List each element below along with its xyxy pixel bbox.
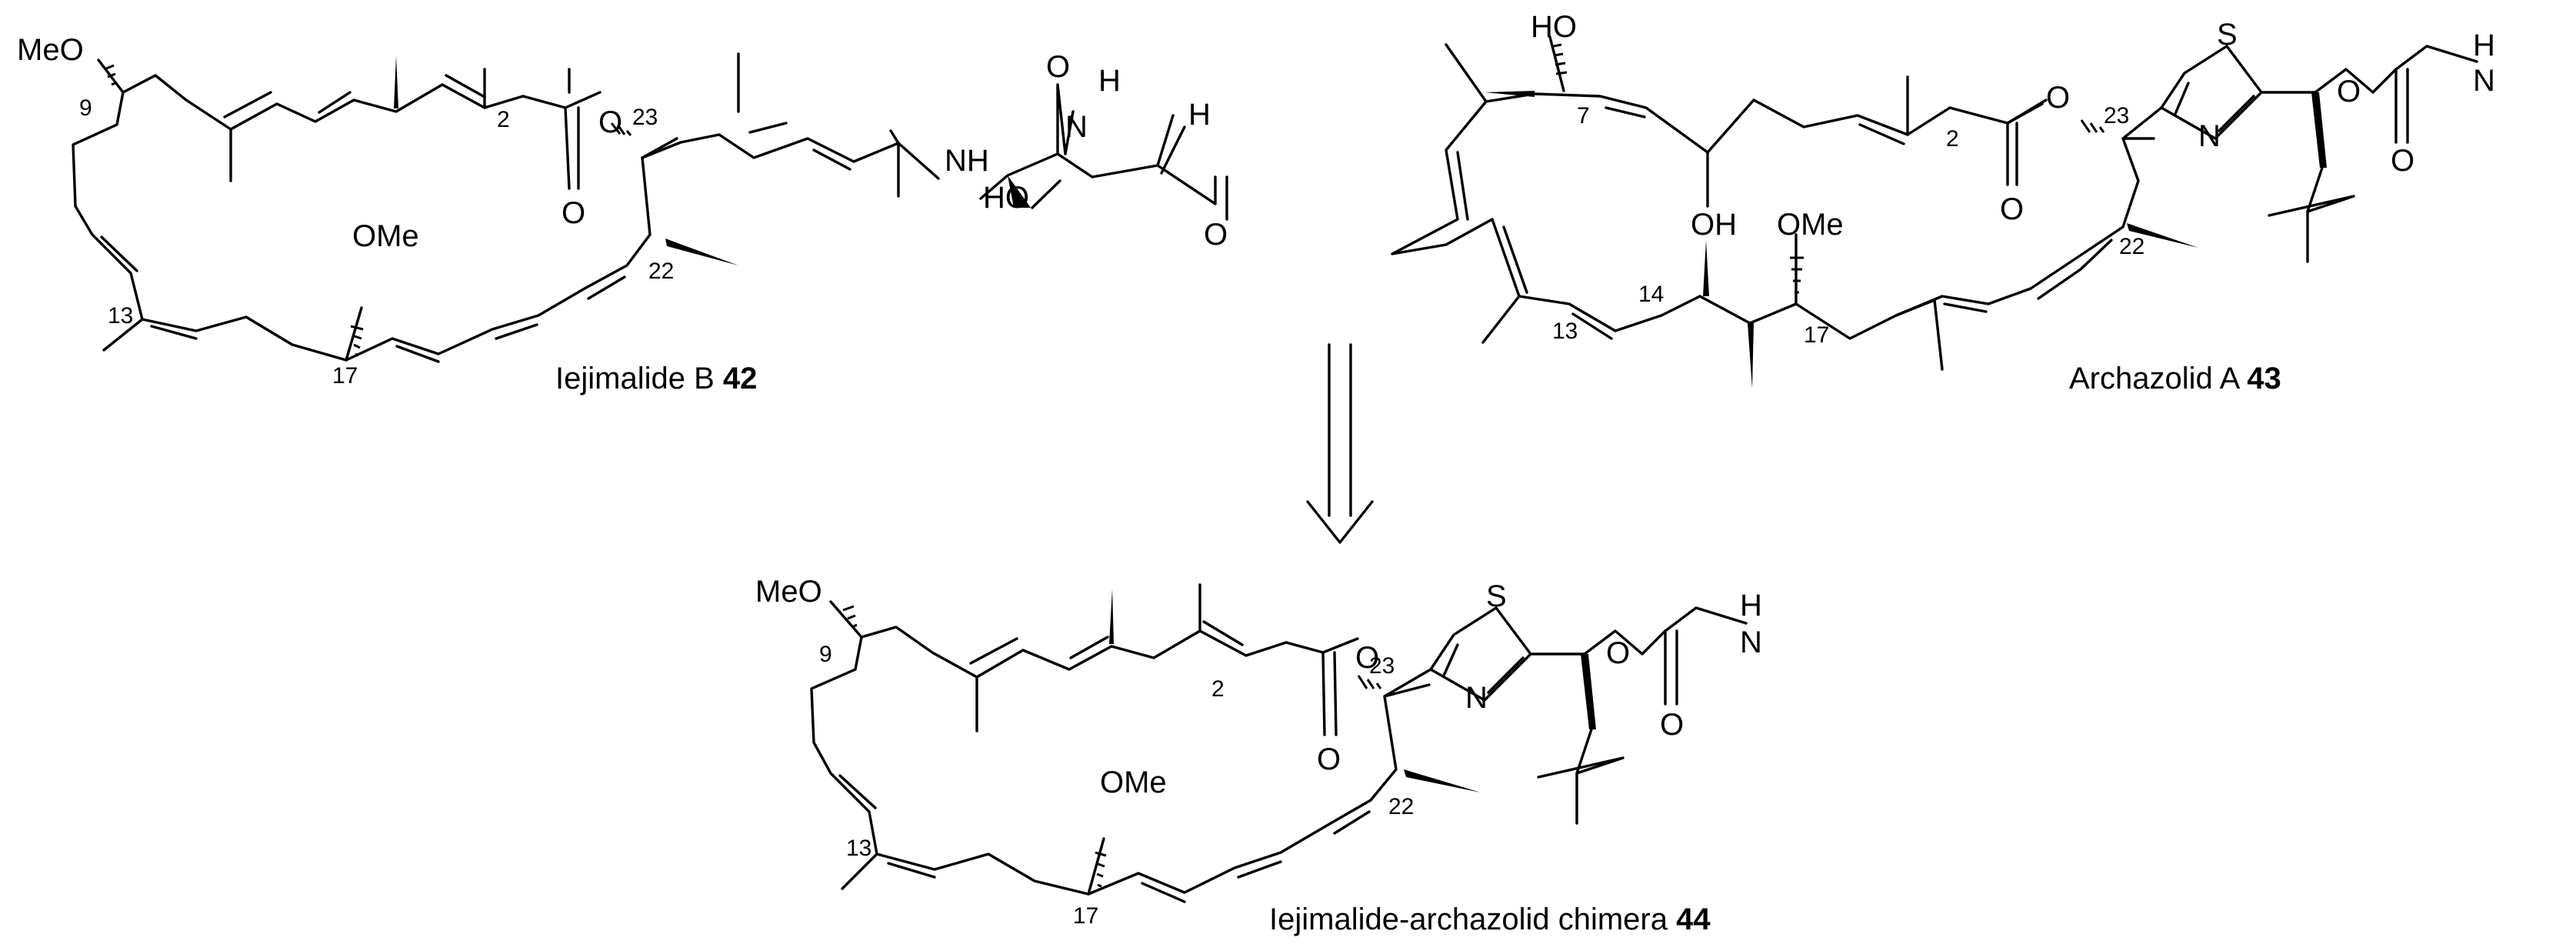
- iejimalide-b-hash-c23: [610, 122, 632, 136]
- archazolid-a-thiazole-n-label: N: [2198, 119, 2221, 153]
- chimera-locants: 9 2 23 22 13 17: [819, 642, 1414, 929]
- chimera-hash-c9: [842, 605, 858, 629]
- iejimalide-b-amide-o-label: O: [1046, 50, 1070, 84]
- iejimalide-b-hash-c9: [104, 64, 116, 86]
- chimera-locant-23: 23: [1369, 653, 1395, 679]
- chimera-carbamate-o2-label: O: [1660, 708, 1684, 742]
- iejimalide-b-locant-22: 22: [648, 259, 674, 284]
- iejimalide-b-n-label: N: [1065, 110, 1088, 144]
- chimera-caption: Iejimalide-archazolid chimera 44: [1269, 903, 1711, 936]
- iejimalide-b-locant-23: 23: [632, 105, 658, 130]
- chimera-locant-17: 17: [1073, 903, 1098, 929]
- chimera-carbamate-o-label: O: [1606, 636, 1630, 670]
- chimera-name: Iejimalide-archazolid chimera: [1269, 903, 1668, 936]
- chimera-carbonyl-o-label: O: [1317, 742, 1341, 776]
- archazolid-a-carbamate-h-label: H: [2473, 28, 2495, 62]
- archazolid-a-locant-7: 7: [1577, 103, 1590, 128]
- iejimalide-b-hash-c17: [350, 325, 364, 357]
- iejimalide-b-locants: 9 2 23 22 13 17: [79, 95, 674, 389]
- archazolid-a-carbamate-o2-label: O: [2391, 144, 2414, 178]
- chimera-structure: MeO S N O N H O O O OMe 9 2 23 22 13 17 …: [755, 575, 1762, 936]
- chimera-locant-9: 9: [819, 642, 832, 667]
- archazolid-a-ome-label: OMe: [1777, 208, 1844, 242]
- archazolid-a-wedge-c16: [1748, 323, 1754, 389]
- chimera-meo-label: MeO: [755, 575, 822, 609]
- iejimalide-b-locant-17: 17: [332, 363, 358, 389]
- archazolid-a-name: Archazolid A: [2069, 362, 2241, 395]
- svg-text:Iejimalide B 42: Iejimalide B 42: [555, 362, 757, 395]
- chimera-hash-c17: [1095, 851, 1107, 888]
- iejimalide-b-locant-9: 9: [79, 95, 92, 121]
- iejimalide-b-formyl-o-label: O: [1204, 218, 1228, 252]
- archazolid-a-oh-label: OH: [1691, 208, 1737, 242]
- archazolid-a-atom-labels: HO S N O N H O O O OH OMe: [1531, 10, 2495, 242]
- archazolid-a-locant-14: 14: [1638, 282, 1664, 307]
- archazolid-a-hash-c17: [1790, 256, 1804, 294]
- iejimalide-b-meo-label: MeO: [17, 33, 84, 67]
- chimera-atom-labels: MeO S N O N H O O O OMe: [755, 575, 1762, 799]
- iejimalide-b-name: Iejimalide B: [555, 362, 715, 395]
- chimera-locant-22: 22: [1388, 794, 1414, 819]
- archazolid-a-locants: 7 2 23 22 14 13 17: [1552, 103, 2144, 348]
- svg-text:Archazolid A 43: Archazolid A 43: [2069, 362, 2281, 395]
- archazolid-a-wedge-c8: [1485, 91, 1535, 97]
- archazolid-a-locant-13: 13: [1552, 319, 1578, 344]
- iejimalide-b-number: 42: [723, 362, 758, 395]
- archazolid-a-locant-2: 2: [1946, 126, 1959, 152]
- iejimalide-b-locant-2: 2: [497, 107, 510, 132]
- archazolid-a-wedge-c25: [2311, 92, 2327, 168]
- iejimalide-b-formyl-h-label: H: [1188, 98, 1211, 132]
- archazolid-a-wedge-c22: [2127, 223, 2198, 248]
- archazolid-a-thiazole-s-label: S: [2217, 18, 2238, 52]
- iejimalide-b-wedge-c4: [394, 55, 398, 108]
- retrosynthesis-arrow: [1306, 343, 1374, 544]
- iejimalide-b-bonds: [72, 52, 1228, 363]
- archazolid-a-hash-c7: [1553, 43, 1568, 75]
- iejimalide-b-ho-label: HO: [983, 181, 1029, 215]
- chimera-ome-label: OMe: [1100, 766, 1167, 799]
- iejimalide-b-locant-13: 13: [108, 303, 133, 329]
- archazolid-a-ester-o-label: O: [2046, 81, 2070, 115]
- archazolid-a-locant-23: 23: [2104, 103, 2129, 128]
- archazolid-a-wedge-c15: [1703, 240, 1709, 296]
- iejimalide-b-atom-labels: MeO OMe O O NH H N O H O HO: [17, 33, 1228, 253]
- archazolid-a-carbonyl-o-label: O: [2000, 192, 2024, 226]
- iejimalide-b-structure: MeO OMe O O NH H N O H O HO 9 2 23 22 13…: [17, 33, 1228, 395]
- chimera-ester-o-label: O: [1355, 641, 1379, 675]
- chimera-carbamate-h-label: H: [1740, 589, 1762, 622]
- iejimalide-b-ome-label: OMe: [352, 219, 419, 253]
- iejimalide-b-h-top-label: H: [1098, 64, 1121, 98]
- chimera-hash-c23: [1357, 675, 1382, 689]
- iejimalide-b-ester-o-label: O: [598, 105, 622, 139]
- archazolid-a-number: 43: [2247, 362, 2281, 395]
- iejimalide-b-caption: Iejimalide B 42: [555, 362, 757, 395]
- chimera-wedge-c22: [1404, 769, 1481, 792]
- chimera-carbamate-n-label: N: [1740, 626, 1762, 659]
- iejimalide-b-wedge-c22: [665, 239, 738, 265]
- archazolid-a-ho-label: HO: [1531, 10, 1577, 44]
- iejimalide-b-wedge-c17: [1008, 175, 1031, 208]
- archazolid-a-caption: Archazolid A 43: [2069, 362, 2281, 395]
- chimera-wedge-c25: [1581, 654, 1596, 729]
- chimera-number: 44: [1676, 903, 1711, 936]
- archazolid-a-locant-17: 17: [1804, 322, 1829, 348]
- iejimalide-b-nh-label: NH: [945, 144, 989, 178]
- archazolid-a-carbamate-n-label: N: [2473, 64, 2495, 98]
- chimera-locant-2: 2: [1211, 676, 1225, 702]
- chimera-thiazole-n-label: N: [1465, 681, 1488, 715]
- archazolid-a-structure: HO S N O N H O O O OH OMe 7 2 23 22 14 1…: [1391, 10, 2495, 395]
- archazolid-a-carbamate-o-label: O: [2337, 75, 2361, 108]
- archazolid-a-locant-22: 22: [2119, 234, 2144, 259]
- chimera-bonds: [810, 583, 1748, 903]
- chimera-thiazole-s-label: S: [1486, 579, 1507, 613]
- archazolid-a-hash-c23: [2080, 119, 2105, 133]
- chimera-wedge-c4: [1109, 589, 1114, 644]
- chimera-locant-13: 13: [846, 836, 871, 861]
- iejimalide-b-carbonyl-o-label: O: [562, 196, 585, 230]
- svg-text:Iejimalide-archazolid chimera: Iejimalide-archazolid chimera 44: [1269, 903, 1711, 936]
